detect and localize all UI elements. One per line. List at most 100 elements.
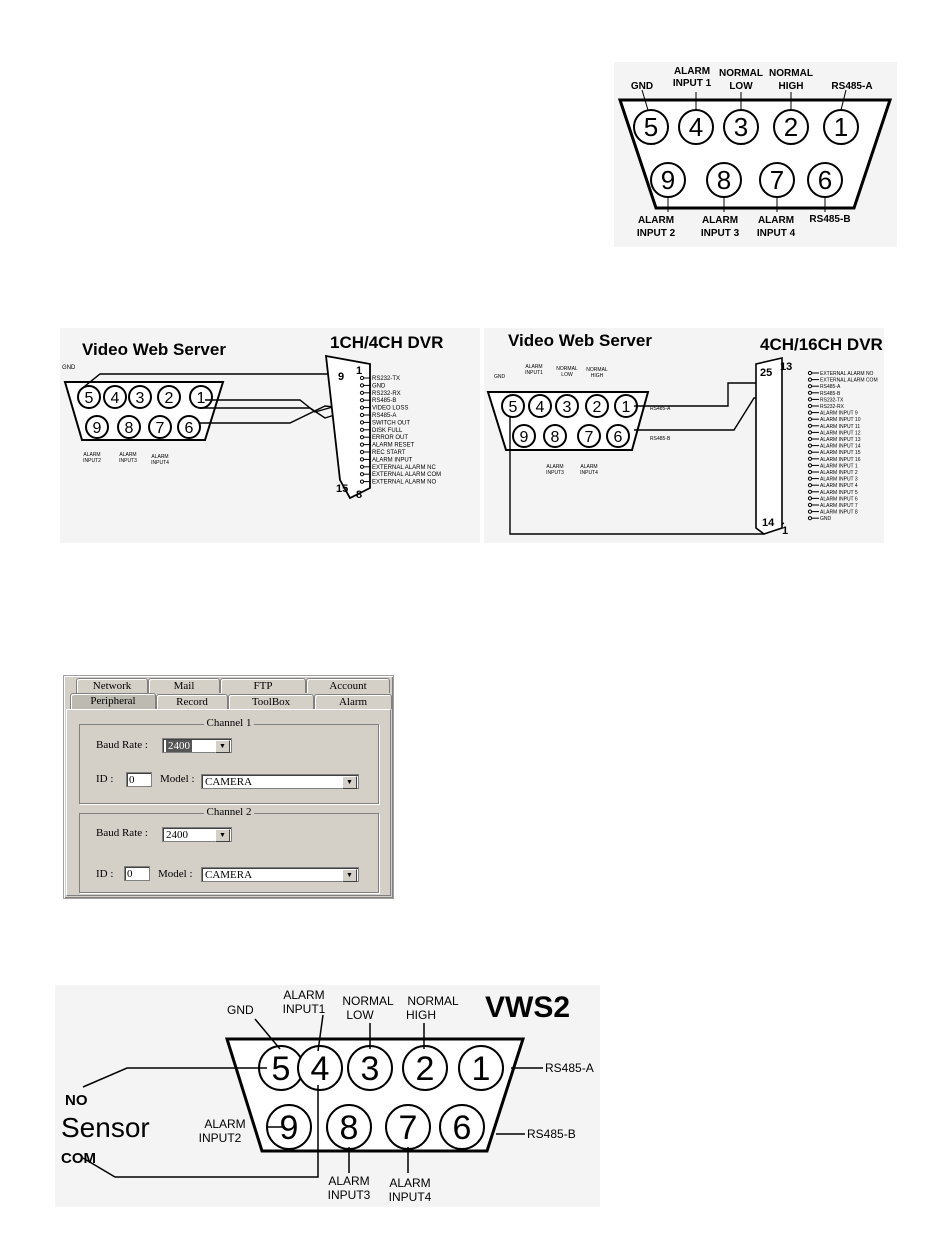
- dvr-pin-dot: [359, 398, 365, 403]
- dvr-signal-label: ALARM INPUT 8: [820, 510, 858, 516]
- dvr-pin-dot: [807, 436, 813, 442]
- pin-7-label: 7: [399, 1109, 418, 1147]
- dvr-signal-label: RS485-A: [820, 384, 841, 390]
- pin-9-label: 9: [520, 429, 529, 446]
- pin-8: [543, 424, 567, 448]
- vws2-title: VWS2: [485, 991, 570, 1024]
- vws2-sensor-figure: VWS2 GND ALARM INPUT1 NORMAL LOW NORMAL …: [55, 985, 600, 1207]
- peripheral-settings-dialog: Network Mail FTP Account Peripheral Reco…: [63, 675, 394, 899]
- dvr-pin-dot: [359, 412, 365, 418]
- tab-peripheral[interactable]: Peripheral: [70, 693, 156, 710]
- pin-3: [555, 394, 579, 418]
- pin-8-label: 8: [125, 420, 134, 437]
- baud-rate-label: Baud Rate :: [96, 739, 148, 751]
- sensor-label: Sensor: [61, 1112, 150, 1143]
- tab-ftp[interactable]: FTP: [220, 678, 306, 693]
- dvr-pin-dot: [807, 463, 813, 468]
- dvr-pin-dot: [359, 479, 365, 484]
- pin-1-label: 1: [472, 1050, 491, 1088]
- channel-1-title: Channel 1: [203, 717, 255, 729]
- pin-4-label: 4: [311, 1050, 330, 1088]
- dvr-pin-dot: [807, 417, 813, 422]
- normal-low-label-line2: LOW: [729, 81, 753, 92]
- dvr-pin-dot: [807, 390, 813, 395]
- tab-toolbox[interactable]: ToolBox: [228, 694, 314, 709]
- alarm-input3-line1: ALARM: [119, 452, 136, 458]
- alarm-input4-line1: ALARM: [151, 454, 168, 460]
- pin-1-label: 1: [622, 399, 631, 416]
- tab-alarm[interactable]: Alarm: [314, 694, 392, 709]
- dvr-pin-dot: [359, 375, 365, 381]
- pin-9: [85, 415, 109, 439]
- dvr-pin-1: 1: [782, 525, 788, 537]
- alarm-input2-line1: ALARM: [204, 1117, 245, 1131]
- dvr-signal-label: ALARM INPUT 10: [820, 417, 861, 423]
- pin-9: [512, 424, 536, 448]
- id-input[interactable]: 0: [124, 866, 150, 881]
- alarm-input1-line1: ALARM: [283, 988, 324, 1002]
- dvr-signal-label: ALARM INPUT: [372, 457, 413, 463]
- pin-4: [528, 394, 552, 418]
- dvr-signal-label: ALARM INPUT 13: [820, 437, 861, 443]
- dvr-signal-label: EXTERNAL ALARM NO: [820, 371, 874, 377]
- dvr-signal-label: EXTERNAL ALARM NO: [372, 480, 436, 486]
- rs485b-label: RS485-B: [650, 436, 671, 442]
- chevron-down-icon[interactable]: ▼: [215, 829, 230, 842]
- rs485a-label: RS485-A: [650, 406, 671, 412]
- baud-rate-label: Baud Rate :: [96, 827, 148, 839]
- tab-mail[interactable]: Mail: [148, 678, 220, 693]
- dvr-pin-dot: [807, 509, 813, 514]
- alarm-input2-line1: ALARM: [83, 452, 100, 458]
- dvr-signal-label: ALARM INPUT 5: [820, 490, 858, 496]
- chevron-down-icon[interactable]: ▼: [342, 776, 357, 789]
- pin-3: [128, 385, 152, 409]
- tab-network[interactable]: Network: [76, 678, 148, 693]
- model-select[interactable]: CAMERA ▼: [201, 774, 359, 789]
- pin-3-label: 3: [361, 1050, 380, 1088]
- alarm-input-4-label-line2: INPUT 4: [757, 228, 796, 239]
- dvr-pin-9: 9: [338, 371, 344, 383]
- dvr-pin-dot: [807, 423, 813, 428]
- pin-2-label: 2: [593, 399, 602, 416]
- dvr-signal-label: ALARM INPUT 7: [820, 503, 858, 509]
- tab-record[interactable]: Record: [156, 694, 228, 709]
- model-select[interactable]: CAMERA ▼: [201, 867, 359, 882]
- baud-rate-value: 2400: [166, 829, 188, 841]
- wiring-4ch-16ch-figure: Video Web Server 4CH/16CH DVR GND ALARM …: [484, 328, 884, 543]
- pin-2: [402, 1045, 448, 1091]
- pin-4: [297, 1045, 343, 1091]
- pin-5-label: 5: [85, 390, 94, 407]
- dvr-pin-dot: [359, 457, 365, 462]
- id-label: ID :: [96, 868, 114, 880]
- pin-8-label: 8: [340, 1109, 359, 1147]
- baud-rate-select[interactable]: 2400 ▼: [162, 738, 232, 753]
- dvr-pin-8: 8: [356, 489, 362, 501]
- rs485b-label: RS485-B: [527, 1127, 576, 1141]
- baud-rate-select[interactable]: 2400 ▼: [162, 827, 232, 842]
- dvr-signal-label: VIDEO LOSS: [372, 406, 408, 412]
- pin-6: [439, 1104, 485, 1150]
- model-value: CAMERA: [205, 776, 253, 788]
- id-input[interactable]: 0: [126, 772, 152, 787]
- dvr-pin-dot: [807, 496, 813, 501]
- tab-account[interactable]: Account: [306, 678, 390, 693]
- dvr-pin-dot: [807, 489, 813, 494]
- dvr-title: 1CH/4CH DVR: [330, 333, 443, 352]
- chevron-down-icon[interactable]: ▼: [215, 740, 230, 753]
- dvr-signal-label: RS232-TX: [820, 397, 844, 403]
- dvr-signal-label: RS485-A: [372, 413, 396, 419]
- dvr-pin-1: 1: [356, 365, 362, 377]
- gnd-label: GND: [494, 374, 506, 380]
- normal-high-line1: NORMAL: [407, 994, 459, 1008]
- dvr-signal-label: ALARM INPUT 14: [820, 444, 861, 450]
- alarm-input4-line2: INPUT4: [151, 460, 169, 466]
- alarm-input2-line2: INPUT2: [83, 458, 101, 464]
- pin-6: [177, 415, 201, 439]
- dvr-pin-25: 25: [760, 367, 772, 379]
- chevron-down-icon[interactable]: ▼: [342, 869, 357, 882]
- dvr-signal-label: ERROR OUT: [372, 435, 408, 441]
- gnd-label: GND: [227, 1003, 254, 1017]
- pin-6-label: 6: [818, 165, 832, 195]
